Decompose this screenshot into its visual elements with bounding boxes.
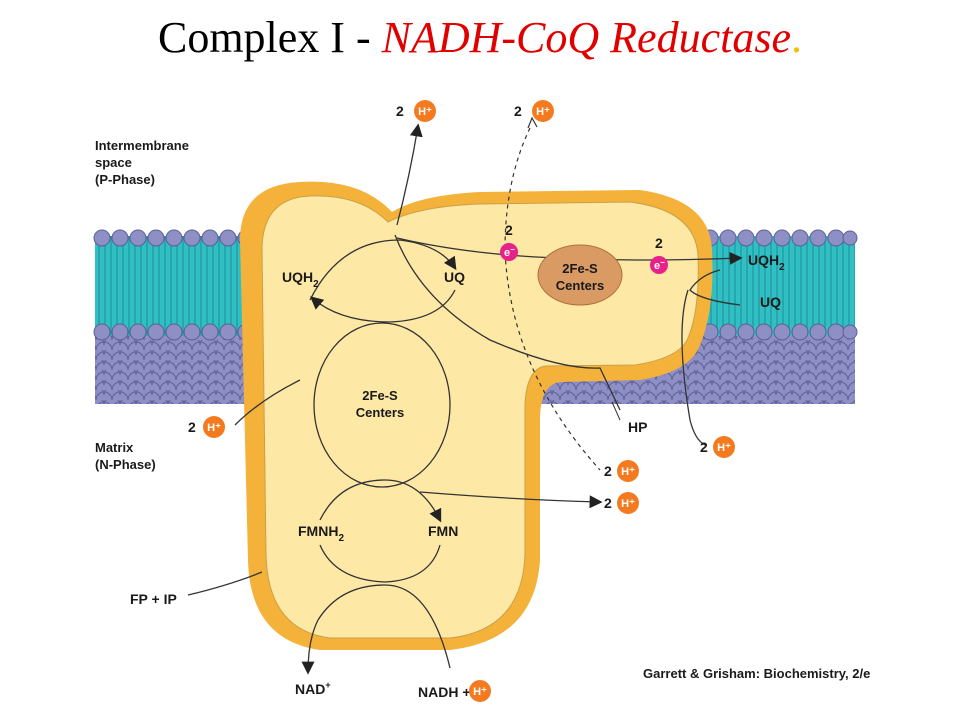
dashed-proton-path <box>504 127 601 471</box>
uqh2-left-label: UQH2 <box>282 269 319 290</box>
proton-symbol: H⁺ <box>621 466 635 478</box>
electron-right-dot <box>650 256 668 274</box>
proton-symbol: H⁺ <box>418 106 432 118</box>
proton-dot <box>617 492 639 514</box>
nad-label: NAD+ <box>295 680 331 697</box>
fp-ip-leader <box>187 571 263 596</box>
region-intermembrane-2: space <box>95 155 132 170</box>
protein-body <box>261 195 699 639</box>
uq-cycle-arc-top <box>309 239 457 301</box>
hp-label: HP <box>628 419 647 435</box>
fmn-cycle-bottom <box>319 544 441 583</box>
proton-out-top-left <box>396 123 423 226</box>
fes-cluster-oval <box>537 244 623 306</box>
proton-in-left <box>234 379 301 426</box>
electron-left-count: 2 <box>505 222 513 238</box>
proton-top-right: 2 H⁺ <box>514 100 554 122</box>
electron-left-symbol: e− <box>504 245 515 259</box>
page-title: Complex I - NADH-CoQ Reductase. <box>0 8 960 68</box>
region-matrix-2: (N-Phase) <box>95 457 156 472</box>
fes-lower-label-2: Centers <box>356 405 404 420</box>
proton-symbol: H⁺ <box>473 686 487 698</box>
proton-out-bottom <box>419 491 603 509</box>
source-credit: Garrett & Grisham: Biochemistry, 2/e <box>643 666 871 681</box>
proton-in-right <box>681 289 706 446</box>
proton-bottom-dashed: 2 H⁺ <box>604 460 639 482</box>
uq-right-label: UQ <box>760 294 781 310</box>
nad-exit <box>301 619 319 675</box>
fes-lower-label-1: 2Fe-S <box>362 388 398 403</box>
proton-symbol: H⁺ <box>536 106 550 118</box>
proton-count: 2 <box>604 463 612 479</box>
title-main: Complex I - <box>157 13 382 62</box>
proton-count: 2 <box>396 103 404 119</box>
proton-right-matrix: 2 H⁺ <box>700 436 735 458</box>
uq-cycle-arc-bottom <box>310 289 456 323</box>
proton-dot <box>617 460 639 482</box>
hp-line <box>394 234 621 411</box>
proton-symbol: H⁺ <box>717 442 731 454</box>
nadh-label: NADH + <box>418 684 471 700</box>
proton-left-matrix: 2 H⁺ <box>188 416 225 438</box>
proton-symbol: H⁺ <box>621 498 635 510</box>
region-intermembrane-3: (P-Phase) <box>95 172 155 187</box>
proton-count: 2 <box>700 439 708 455</box>
proton-dot <box>203 416 225 438</box>
proton-count: 2 <box>604 495 612 511</box>
fp-ip-label: FP + IP <box>130 591 177 607</box>
dashed-arrowhead <box>527 116 538 129</box>
proton-count: 2 <box>514 103 522 119</box>
uqh2-right-label: UQH2 <box>748 252 785 273</box>
electron-right: 2 e− <box>650 235 668 274</box>
proton-dot <box>532 100 554 122</box>
uq-right-loop <box>689 269 741 306</box>
region-matrix-1: Matrix <box>95 440 134 455</box>
fes-upper-label-1: 2Fe-S <box>562 261 598 276</box>
electron-right-symbol: e− <box>654 258 665 272</box>
nadh-entry <box>317 584 451 669</box>
fmn-cycle-top <box>319 479 442 523</box>
proton-count: 2 <box>188 419 196 435</box>
proton-dot <box>414 100 436 122</box>
proton-top-left: 2 H⁺ <box>396 100 436 122</box>
title-accent: NADH-CoQ Reductase <box>381 13 791 62</box>
fes-upper-label-2: Centers <box>556 278 604 293</box>
fes-lower-cycle <box>313 322 451 488</box>
fmnh2-label: FMNH2 <box>298 523 344 544</box>
proton-dot <box>469 680 491 702</box>
proton-bottom-solid: 2 H⁺ <box>604 492 639 514</box>
fmn-label: FMN <box>428 523 458 539</box>
proton-symbol: H⁺ <box>207 422 221 434</box>
electron-right-count: 2 <box>655 235 663 251</box>
proton-dot <box>713 436 735 458</box>
hp-leader <box>611 401 621 421</box>
electron-left-dot <box>500 243 518 261</box>
uq-left-label: UQ <box>444 269 465 285</box>
proton-nadh: H⁺ <box>469 680 491 702</box>
title-dot: . <box>791 13 802 62</box>
electron-left: 2 e− <box>500 222 518 261</box>
region-intermembrane-1: Intermembrane <box>95 138 189 153</box>
